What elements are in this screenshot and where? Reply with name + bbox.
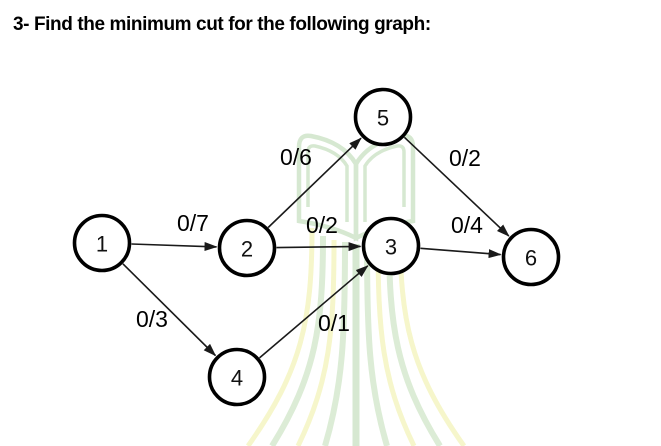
edge-3-6	[420, 247, 502, 259]
graph-node-6	[501, 227, 561, 287]
book-left-page	[296, 133, 359, 242]
graph-node-5	[353, 87, 413, 147]
edge-label-1-2: 0/7	[177, 210, 209, 236]
edges-layer	[122, 136, 510, 359]
edge-label-2-5: 0/6	[280, 144, 312, 170]
edge-labels-layer: 0/7 0/6 0/2 0/2 0/4 0/3 0/1	[136, 144, 483, 336]
graph-node-label-4: 4	[231, 366, 243, 391]
edge-1-4	[122, 263, 217, 357]
page-title: 3- Find the minimum cut for the followin…	[13, 14, 431, 35]
edge-4-3	[258, 265, 369, 359]
graph-node-1	[72, 213, 132, 273]
graph-node-label-1: 1	[96, 232, 108, 257]
edge-label-1-4: 0/3	[136, 306, 168, 332]
edge-label-3-6: 0/4	[451, 212, 483, 238]
book-left-inner	[306, 144, 349, 222]
edge-1-2	[131, 241, 218, 251]
nodes-layer: 1 2 3 4 5 6	[72, 87, 561, 407]
edge-label-5-6: 0/2	[449, 145, 481, 171]
edge-2-3	[276, 242, 362, 252]
book-right-inner	[363, 144, 406, 222]
graph-node-label-3: 3	[385, 235, 397, 260]
edge-label-4-3: 0/1	[318, 310, 350, 336]
logo-watermark	[245, 133, 467, 446]
graph-node-3	[361, 216, 421, 276]
edge-2-5	[267, 137, 362, 229]
graph-node-label-5: 5	[377, 106, 389, 131]
graph-node-2	[217, 218, 277, 278]
graph-node-4	[207, 347, 267, 407]
watermark-flowing-lines	[245, 227, 467, 446]
edge-label-2-3: 0/2	[306, 212, 338, 238]
edge-5-6	[403, 136, 510, 237]
graph-node-label-6: 6	[525, 246, 537, 271]
graph-node-label-2: 2	[241, 237, 253, 262]
